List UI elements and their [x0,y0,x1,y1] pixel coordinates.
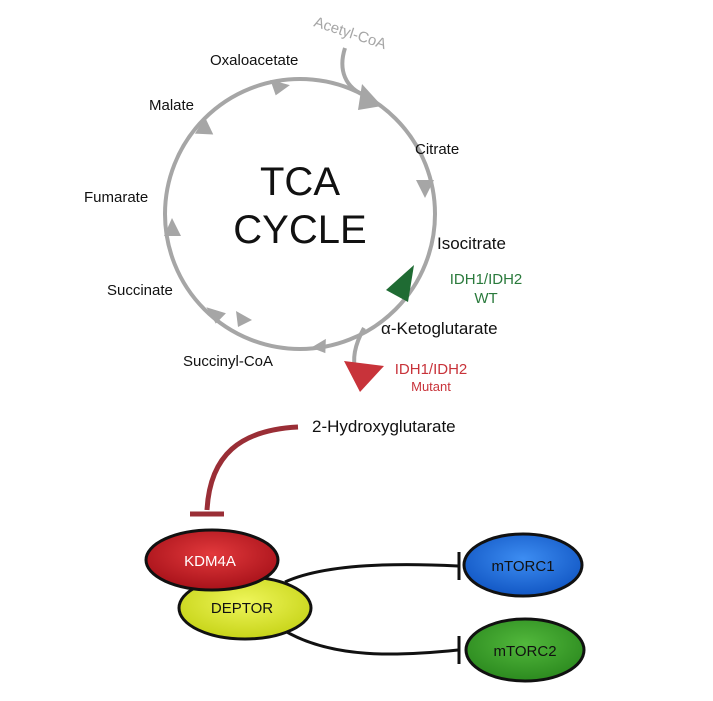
inhibit-deptor-mtorc2 [279,626,459,656]
arrow-isocitrate-succinyl [311,338,326,354]
citrate-label: Citrate [415,141,459,158]
malate-label: Malate [149,97,194,114]
mtorc2-node [464,617,586,683]
idh-wt-arrowhead [386,265,414,302]
cycle-title-line2: CYCLE [233,208,366,252]
idh-mutant-label-line2: Mutant [411,379,451,394]
arrow-oxaloacetate-citrate [270,79,290,96]
succinate-label: Succinate [107,282,173,299]
alpha-ketoglutarate-label: α-Ketoglutarate [381,319,498,338]
inhibit-2hg-kdm4a [204,424,299,511]
arrow-succinate-fumarate [206,307,226,324]
arrow-malate-oxaloacetate [194,117,214,135]
oxaloacetate-label: Oxaloacetate [210,52,298,69]
cycle-title-line1: TCA [260,160,340,204]
hydroxyglutarate-label: 2-Hydroxyglutarate [312,417,456,436]
kdm4a-label: KDM4A [184,553,236,570]
mtorc1-node [462,532,584,598]
cycle-ring [163,77,437,351]
idh-mutant-arrowhead [344,361,384,392]
mtorc1-label: mTORC1 [491,558,554,575]
isocitrate-label: Isocitrate [437,234,506,253]
deptor-label: DEPTOR [211,600,273,617]
mtorc2-label: mTORC2 [493,643,556,660]
kdm4a-node [144,528,280,592]
arrow-succinyl-succinate [236,311,252,327]
idh-wt-label-line2: WT [474,290,497,307]
arrow-fumarate-malate [164,218,181,236]
inhibit-deptor-mtorc1 [284,563,459,584]
arrow-citrate-isocitrate [416,180,434,198]
idh-wt-label-line1: IDH1/IDH2 [450,271,523,288]
acetyl-coa-label: Acetyl-CoA [312,14,389,53]
fumarate-label: Fumarate [84,189,148,206]
acetyl-coa-arrowhead [358,84,382,110]
succinyl-coa-label: Succinyl-CoA [183,353,273,370]
idh-mutant-label-line1: IDH1/IDH2 [395,361,468,378]
